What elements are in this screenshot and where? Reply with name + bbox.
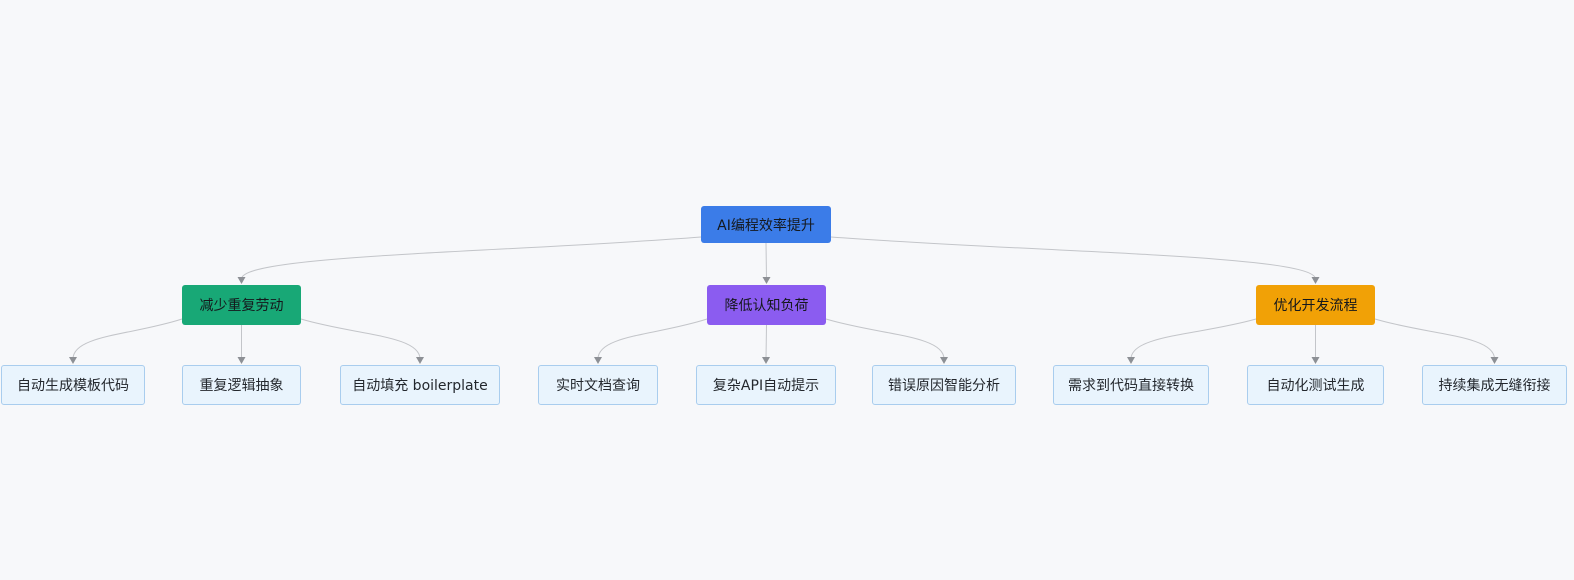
connector-line [1374, 318, 1495, 360]
arrowhead-icon [1127, 357, 1135, 364]
connector-line [765, 242, 767, 280]
arrowhead-icon [1311, 277, 1320, 284]
mindmap-branch-node[interactable]: 降低认知负荷 [707, 285, 826, 325]
mindmap-leaf-node[interactable]: 复杂API自动提示 [696, 365, 836, 405]
connector-line [597, 318, 708, 360]
connector-line [825, 318, 945, 360]
arrowhead-icon [594, 357, 602, 364]
arrowhead-icon [1490, 357, 1499, 364]
mindmap-root-node[interactable]: AI编程效率提升 [701, 206, 831, 243]
arrowhead-icon [1311, 357, 1320, 364]
arrowhead-icon [237, 357, 246, 364]
mindmap-branch-node[interactable]: 优化开发流程 [1256, 285, 1375, 325]
mindmap-leaf-node[interactable]: 自动化测试生成 [1247, 365, 1384, 405]
arrowhead-icon [762, 277, 771, 284]
connector-line [72, 318, 183, 360]
mindmap-leaf-node[interactable]: 重复逻辑抽象 [182, 365, 301, 405]
arrowhead-icon [416, 357, 424, 364]
mindmap-leaf-node[interactable]: 实时文档查询 [538, 365, 658, 405]
mindmap-leaf-node[interactable]: 需求到代码直接转换 [1053, 365, 1209, 405]
connector-line [830, 236, 1316, 280]
mindmap-leaf-node[interactable]: 自动生成模板代码 [1, 365, 145, 405]
connector-line [1130, 318, 1257, 360]
mindmap-leaf-node[interactable]: 错误原因智能分析 [872, 365, 1016, 405]
connector-line [300, 318, 421, 360]
arrowhead-icon [762, 357, 770, 364]
connector-line [241, 236, 702, 280]
mindmap-leaf-node[interactable]: 持续集成无缝衔接 [1422, 365, 1567, 405]
arrowhead-icon [69, 357, 77, 364]
arrowhead-icon [237, 277, 246, 284]
mindmap-leaf-node[interactable]: 自动填充 boilerplate [340, 365, 500, 405]
arrowhead-icon [940, 357, 948, 364]
mindmap-branch-node[interactable]: 减少重复劳动 [182, 285, 301, 325]
connector-line [765, 324, 767, 360]
